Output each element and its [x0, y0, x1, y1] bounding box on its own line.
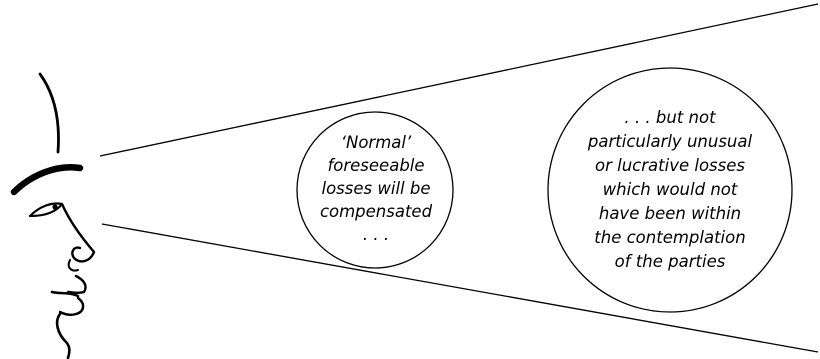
face-profile-illustration [10, 72, 96, 359]
nose [60, 202, 96, 263]
vision-lower-line [101, 223, 819, 353]
pupil [52, 204, 58, 210]
vision-upper-line [99, 3, 819, 157]
unusual-losses-circle [547, 67, 793, 313]
eye [28, 202, 64, 218]
unusual-losses-text: . . . but not particularly unusual or lu… [587, 108, 753, 271]
eyebrow [10, 163, 84, 196]
normal-losses-text: ‘Normal’ foreseeable losses will be comp… [319, 132, 433, 244]
normal-losses-circle [296, 111, 454, 269]
mouth [50, 290, 80, 298]
lower-lip [58, 296, 85, 317]
nostril [67, 259, 79, 272]
forehead-line [38, 72, 60, 154]
chin [55, 312, 71, 359]
upper-lip [66, 274, 87, 295]
